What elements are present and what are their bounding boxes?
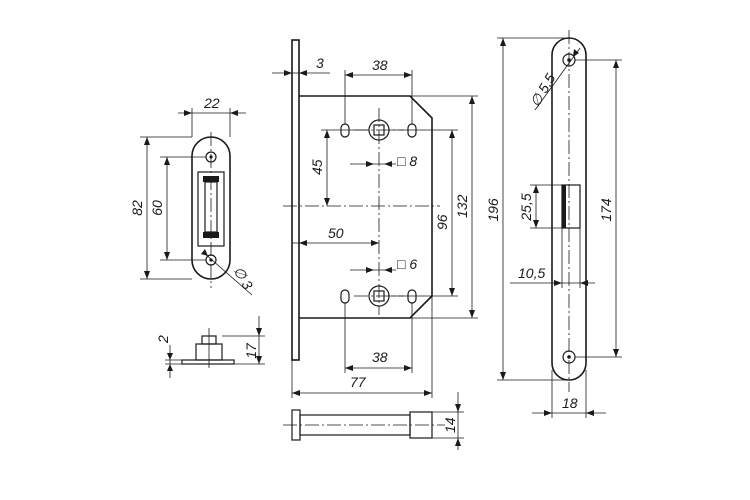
- strike-plate-side: 2 17: [155, 316, 265, 378]
- faceplate-front: ∅ 5,5 196 174 25,5 10,5 18: [485, 30, 622, 418]
- strike-plate-tongue-bottom: [203, 232, 219, 238]
- bottom-square-label: □ 6: [397, 256, 417, 272]
- faceplate-width-label: 18: [562, 395, 578, 411]
- body-width-label: 77: [350, 374, 367, 390]
- lock-screw-hole-bottom-right: [407, 289, 417, 304]
- strike-side-plate: [181, 359, 235, 365]
- faceplate-hole-spacing-label: 174: [598, 198, 614, 222]
- body-height-label: 132: [454, 194, 470, 218]
- lock-bottom-view: 14: [283, 392, 464, 450]
- faceplate-thickness-label: 3: [316, 55, 324, 71]
- lock-screw-hole-top-right: [407, 123, 417, 138]
- lock-body: 3 38 45 □ 8 50 □ 6 96 132: [272, 39, 478, 398]
- center-distance-label: 96: [434, 214, 450, 230]
- bottom-view-height-label: 14: [442, 417, 458, 433]
- faceplate-latch-width-label: 10,5: [518, 265, 545, 281]
- lock-faceplate-edge: [291, 39, 300, 361]
- lock-case-outline: [299, 95, 433, 319]
- spindle-to-top-label: 45: [309, 159, 325, 175]
- strike-side-height-label: 17: [243, 342, 259, 359]
- lock-screw-hole-bottom-left: [340, 289, 350, 304]
- faceplate-latch-height-label: 25,5: [518, 193, 534, 221]
- strike-height-label: 82: [129, 200, 145, 216]
- faceplate-hole-diameter-label: ∅ 5,5: [527, 71, 559, 110]
- strike-hole-spacing-label: 60: [149, 200, 165, 216]
- lock-screw-hole-top-left: [340, 123, 350, 138]
- strike-hole-diameter-label: ∅ 3: [230, 264, 256, 293]
- top-hole-spacing-label: 38: [372, 57, 388, 73]
- strike-width-label: 22: [203, 95, 220, 111]
- faceplate-total-height-label: 196: [485, 198, 501, 222]
- bottom-hole-spacing-label: 38: [372, 349, 388, 365]
- backset-label: 50: [328, 225, 344, 241]
- strike-plate-front: 22 82 60 ∅ 3: [129, 95, 256, 296]
- strike-side-thickness-label: 2: [155, 335, 171, 344]
- top-square-label: □ 8: [397, 153, 417, 169]
